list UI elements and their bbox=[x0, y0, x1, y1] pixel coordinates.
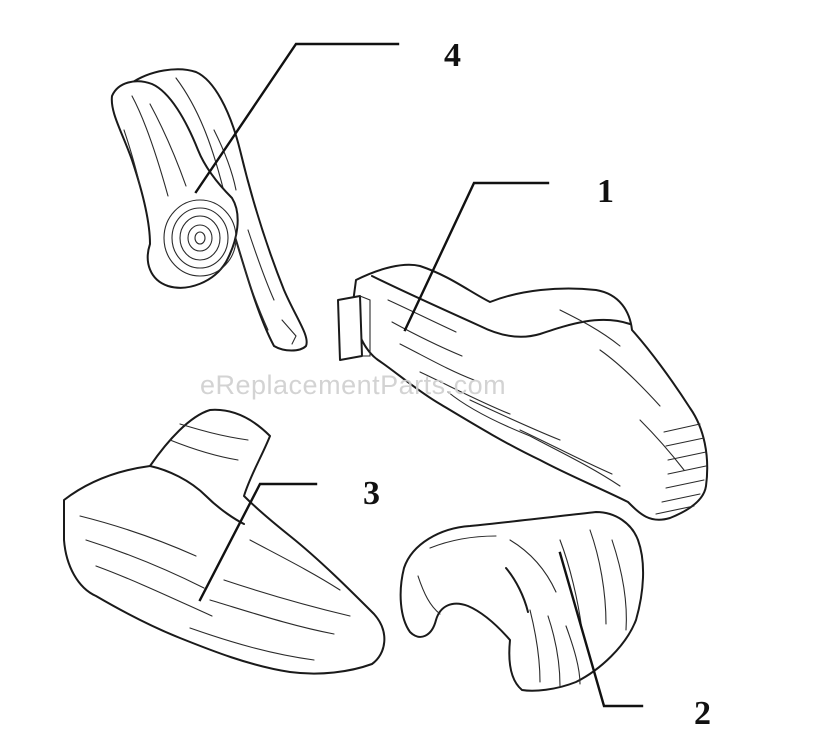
part-3-front-log bbox=[63, 408, 386, 675]
callout-1-leader bbox=[403, 181, 550, 332]
callout-1-number: 1 bbox=[597, 173, 614, 210]
callout-4-number: 4 bbox=[444, 37, 461, 74]
callout-2-number: 2 bbox=[694, 695, 711, 732]
part-4-split-log bbox=[110, 68, 308, 352]
part-2-curved-log bbox=[399, 511, 645, 692]
part-1-rear-log bbox=[337, 263, 709, 521]
callout-4-leader bbox=[194, 42, 400, 194]
callout-2-leader bbox=[558, 551, 644, 708]
watermark-text: eReplacementParts.com bbox=[200, 370, 507, 400]
callout-3-number: 3 bbox=[363, 475, 380, 512]
callout-3-leader bbox=[198, 482, 318, 602]
